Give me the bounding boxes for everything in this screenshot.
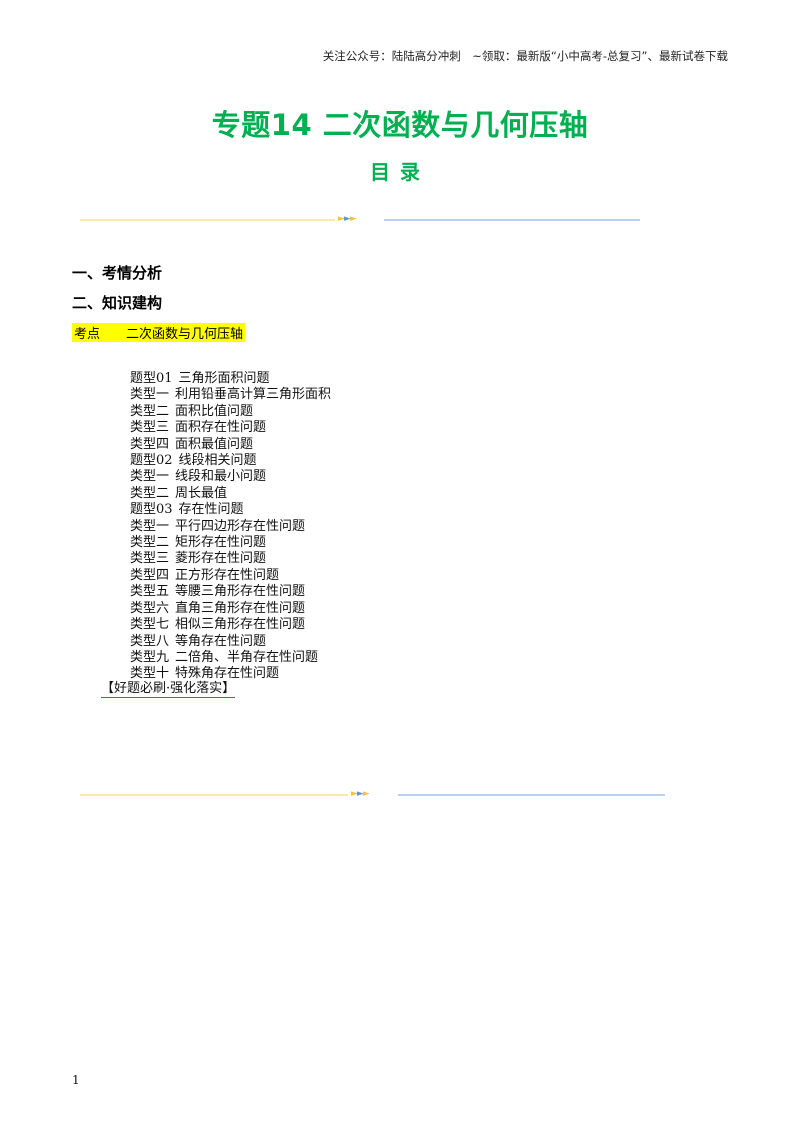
toc-heading: 目录 xyxy=(370,160,430,184)
toc-item[interactable]: 类型七相似三角形存在性问题 xyxy=(130,617,306,633)
toc-item[interactable]: 类型二面积比值问题 xyxy=(130,403,254,419)
bottom-divider: ►►► xyxy=(80,789,665,799)
header-promo-note: 关注公众号：陆陆高分冲刺 ~领取：最新版“小中高考-总复习”、最新试卷下载 xyxy=(322,49,728,63)
toc-item[interactable]: 类型二周长最值 xyxy=(130,485,228,501)
key-point-highlight[interactable]: 考点 二次函数与几何压轴 xyxy=(72,323,246,342)
page-number: 1 xyxy=(72,1073,80,1087)
section-knowledge-structure[interactable]: 二、知识建构 xyxy=(72,294,163,312)
toc-item[interactable]: 类型十特殊角存在性问题 xyxy=(130,666,280,682)
practice-section-link[interactable]: 【好题必刷·强化落实】 xyxy=(101,681,236,698)
toc-item[interactable]: 类型四面积最值问题 xyxy=(130,436,254,452)
section-exam-analysis[interactable]: 一、考情分析 xyxy=(72,264,163,282)
toc-item[interactable]: 类型八等角存在性问题 xyxy=(130,633,267,649)
toc-item[interactable]: 类型九二倍角、半角存在性问题 xyxy=(130,649,319,665)
divider-arrows-icon: ►►► xyxy=(351,789,370,799)
top-divider: ►►► xyxy=(80,214,640,224)
toc-item[interactable]: 类型一平行四边形存在性问题 xyxy=(130,518,306,534)
toc-item[interactable]: 类型二矩形存在性问题 xyxy=(130,535,267,551)
toc-item[interactable]: 类型六直角三角形存在性问题 xyxy=(130,600,306,616)
divider-arrows-icon: ►►► xyxy=(338,214,357,224)
toc-item[interactable]: 类型五等腰三角形存在性问题 xyxy=(130,584,306,600)
toc-item[interactable]: 类型三菱形存在性问题 xyxy=(130,551,267,567)
document-title: 专题14 二次函数与几何压轴 xyxy=(211,108,589,142)
toc-item[interactable]: 类型一利用铅垂高计算三角形面积 xyxy=(130,387,332,403)
toc-item[interactable]: 类型四正方形存在性问题 xyxy=(130,567,280,583)
toc-item[interactable]: 类型三面积存在性问题 xyxy=(130,420,267,436)
toc-item[interactable]: 类型一线段和最小问题 xyxy=(130,469,267,485)
